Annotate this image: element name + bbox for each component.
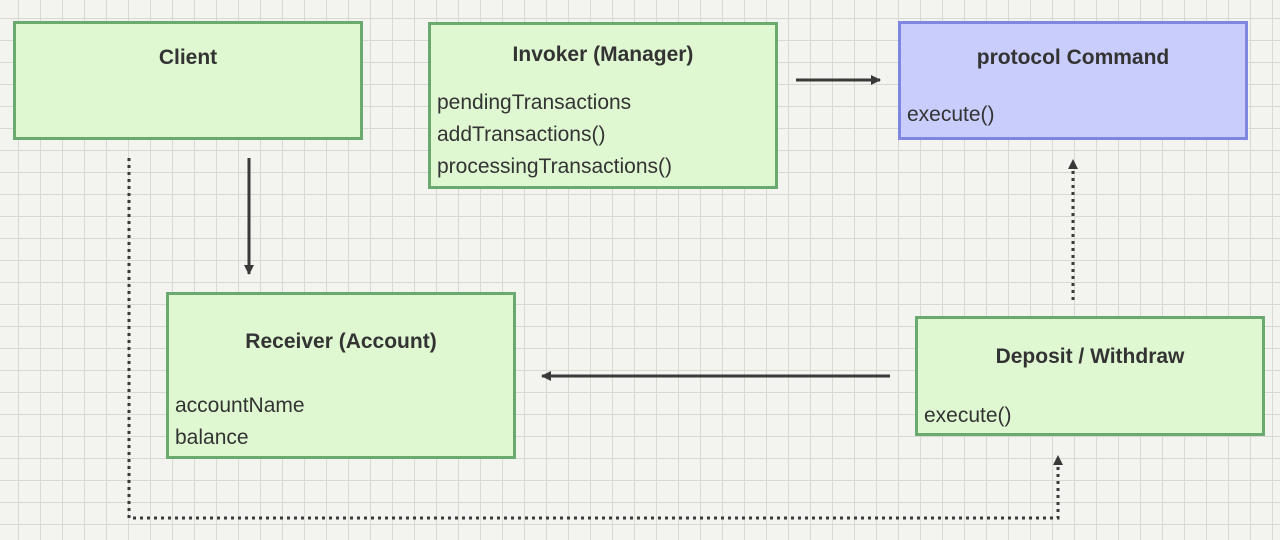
client-box: Client bbox=[13, 21, 363, 140]
receiver-member-accountname: accountName bbox=[175, 394, 305, 417]
receiver-members: accountName balance bbox=[175, 390, 305, 454]
invoker-title: Invoker (Manager) bbox=[512, 43, 694, 66]
invoker-member-add: addTransactions() bbox=[437, 123, 606, 146]
receiver-title: Receiver (Account) bbox=[245, 330, 437, 353]
invoker-member-processing: processingTransactions() bbox=[437, 155, 672, 178]
client-depends-deposit-arrow bbox=[127, 158, 1063, 520]
receiver-box: Receiver (Account) accountName balance bbox=[166, 292, 516, 459]
invoker-members: pendingTransactions addTransactions() pr… bbox=[437, 87, 672, 183]
deposit-withdraw-members: execute() bbox=[924, 400, 1012, 432]
deposit-withdraw-box: Deposit / Withdraw execute() bbox=[915, 316, 1265, 436]
command-title: protocol Command bbox=[976, 46, 1170, 69]
deposit-withdraw-member-execute: execute() bbox=[924, 404, 1012, 427]
invoker-member-pending: pendingTransactions bbox=[437, 91, 632, 114]
command-member-execute: execute() bbox=[907, 103, 995, 126]
invoker-box: Invoker (Manager) pendingTransactions ad… bbox=[428, 22, 778, 189]
receiver-member-balance: balance bbox=[175, 426, 249, 449]
command-members: execute() bbox=[907, 99, 995, 131]
command-box: protocol Command execute() bbox=[898, 21, 1248, 140]
client-title: Client bbox=[158, 46, 218, 69]
deposit-withdraw-title: Deposit / Withdraw bbox=[995, 345, 1185, 368]
